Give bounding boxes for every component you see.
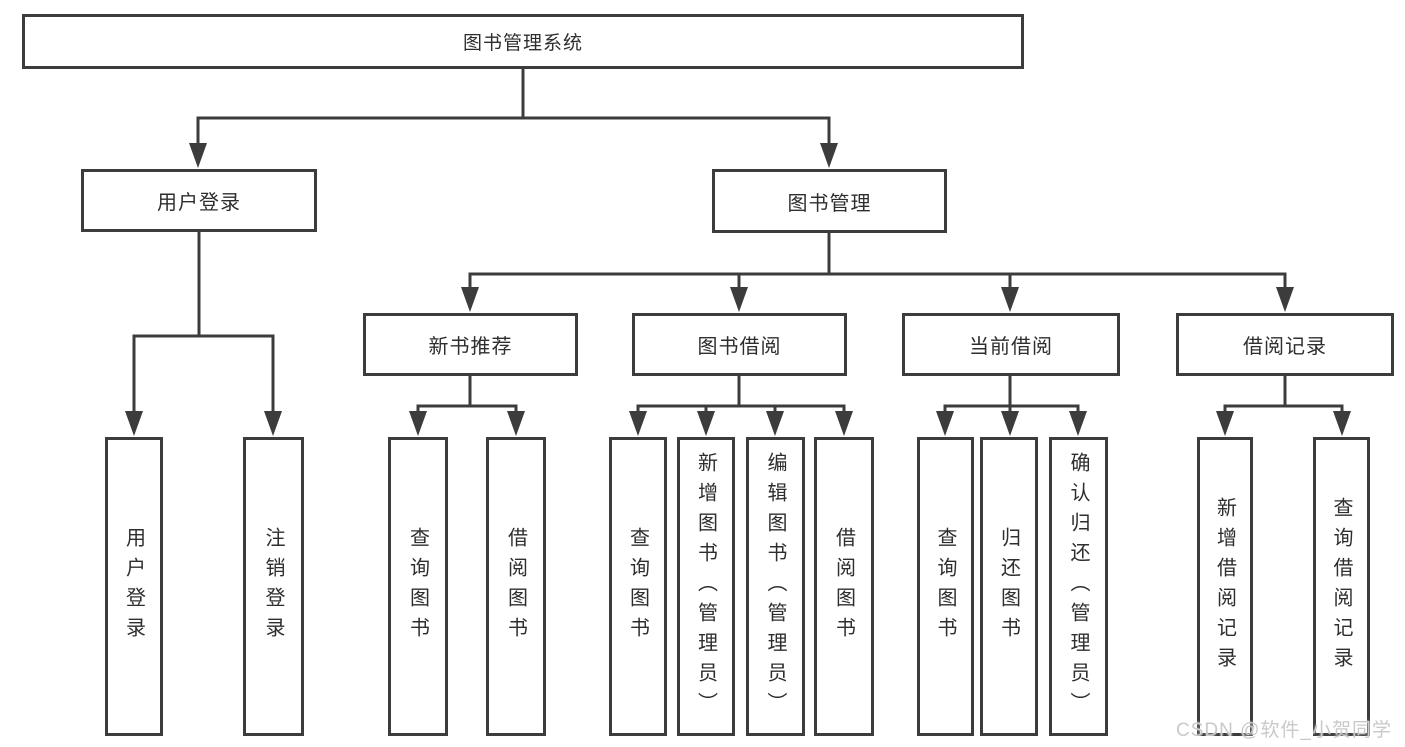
leaf-logout-login-label: 注销登录 [262, 526, 284, 647]
leaf-bookborrow-borrow-book-label: 借阅图书 [832, 526, 855, 647]
leaf-bookborrow-edit-book-admin: 编辑图书（管理员） [746, 437, 805, 736]
csdn-watermark: CSDN @软件_小贺同学 [1176, 720, 1392, 741]
connector-root-branch [196, 69, 831, 160]
leaf-bookborrow-add-book-admin: 新增图书（管理员） [677, 437, 735, 736]
leaf-currentborrow-confirm-return-admin: 确认归还（管理员） [1049, 437, 1108, 736]
leaf-newbook-borrow-book: 借阅图书 [486, 437, 546, 736]
node-current-borrow: 当前借阅 [902, 313, 1120, 376]
leaf-user-login: 用户登录 [105, 437, 163, 736]
leaf-bookborrow-query-book: 查询图书 [609, 437, 667, 736]
leaf-newbook-query-book: 查询图书 [388, 437, 448, 736]
leaf-record-add-borrow-record: 新增借阅记录 [1197, 437, 1253, 736]
leaf-logout-login: 注销登录 [243, 437, 304, 736]
leaf-user-login-label: 用户登录 [122, 526, 145, 647]
node-borrow-record: 借阅记录 [1176, 313, 1394, 376]
leaf-currentborrow-return-book: 归还图书 [980, 437, 1038, 736]
node-book-borrow: 图书借阅 [632, 313, 847, 376]
leaf-currentborrow-query-book-label: 查询图书 [934, 526, 956, 647]
leaf-record-add-borrow-record-label: 新增借阅记录 [1213, 496, 1236, 677]
node-library-management-system: 图书管理系统 [22, 14, 1024, 69]
connector-borrow-record-branch [1223, 376, 1344, 430]
node-book-management: 图书管理 [712, 169, 947, 233]
arrowheads [125, 143, 1351, 436]
connector-book-management-branch [468, 233, 1287, 306]
leaf-bookborrow-add-book-admin-label: 新增图书（管理员） [694, 451, 717, 722]
node-new-book-recommend: 新书推荐 [363, 313, 578, 376]
leaf-currentborrow-confirm-return-admin-label: 确认归还（管理员） [1067, 451, 1089, 722]
leaf-bookborrow-edit-book-admin-label: 编辑图书（管理员） [764, 451, 786, 722]
leaf-newbook-borrow-book-label: 借阅图书 [504, 526, 527, 647]
connector-book-borrow-branch [636, 376, 846, 430]
leaf-record-query-borrow-record-label: 查询借阅记录 [1330, 496, 1352, 677]
leaf-currentborrow-return-book-label: 归还图书 [997, 526, 1020, 647]
leaf-bookborrow-query-book-label: 查询图书 [626, 526, 649, 647]
leaf-currentborrow-query-book: 查询图书 [917, 437, 974, 736]
leaf-newbook-query-book-label: 查询图书 [406, 526, 429, 647]
node-user-login: 用户登录 [81, 169, 317, 232]
leaf-record-query-borrow-record: 查询借阅记录 [1313, 437, 1370, 736]
connector-user-login-branch [132, 232, 275, 430]
leaf-bookborrow-borrow-book: 借阅图书 [814, 437, 874, 736]
connector-new-book-branch [416, 376, 518, 430]
